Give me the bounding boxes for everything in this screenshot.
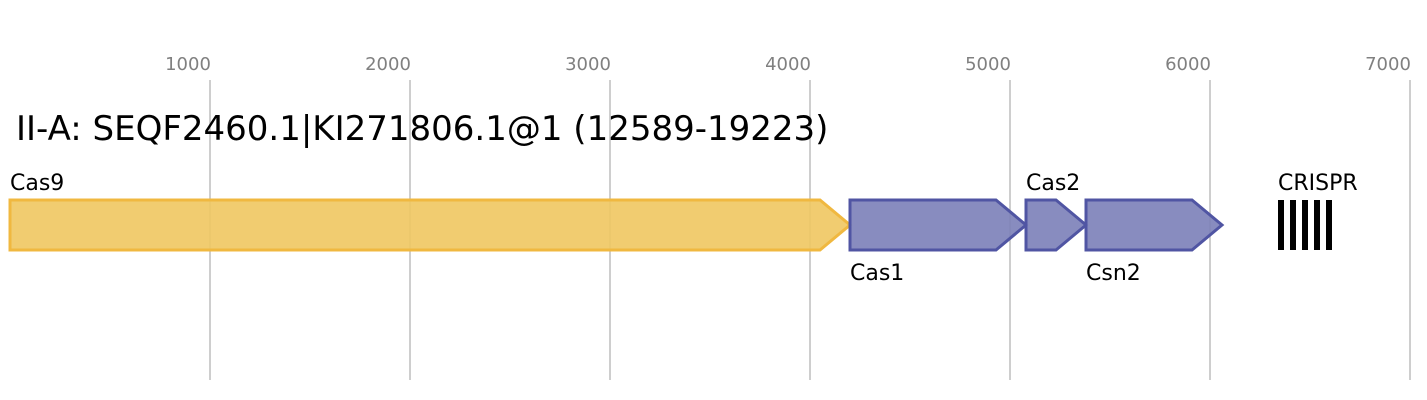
- gene-cas9-label: Cas9: [10, 171, 64, 196]
- tick-label: 2000: [365, 54, 411, 75]
- diagram-title: II-A: SEQF2460.1|KI271806.1@1 (12589-192…: [16, 109, 828, 149]
- crispr-repeat: [1314, 200, 1320, 250]
- gene-csn2-arrow[interactable]: [1084, 198, 1225, 252]
- tick-label: 5000: [965, 54, 1011, 75]
- gene-cas2-label: Cas2: [1026, 171, 1080, 196]
- crispr-repeat: [1290, 200, 1296, 250]
- crispr-array: CRISPR: [1278, 171, 1358, 250]
- tick-label: 7000: [1365, 54, 1411, 75]
- crispr-repeat: [1326, 200, 1332, 250]
- crispr-label: CRISPR: [1278, 171, 1358, 196]
- tick-label: 6000: [1165, 54, 1211, 75]
- gene-cas2-arrow[interactable]: [1024, 198, 1089, 252]
- gene-cas1-label: Cas1: [850, 261, 904, 286]
- crispr-repeat: [1278, 200, 1284, 250]
- gene-csn2-label: Csn2: [1086, 261, 1141, 286]
- crispr-repeat: [1302, 200, 1308, 250]
- tick-label: 4000: [765, 54, 811, 75]
- gene-cas1-arrow[interactable]: [848, 198, 1029, 252]
- tick-label: 1000: [165, 54, 211, 75]
- gene-cas9-arrow[interactable]: [8, 198, 853, 252]
- tick-label: 3000: [565, 54, 611, 75]
